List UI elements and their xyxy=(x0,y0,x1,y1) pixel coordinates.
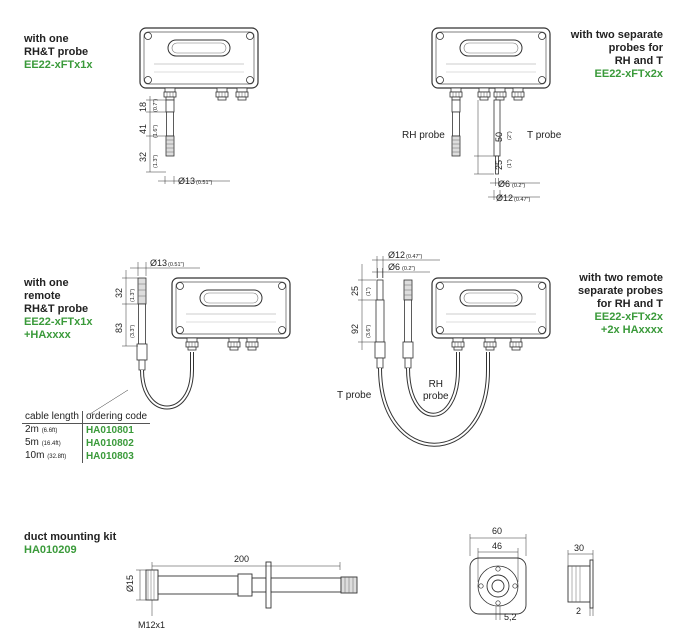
kit-title: duct mounting kit HA010209 xyxy=(24,531,117,556)
dim-13: Ø13 xyxy=(178,176,195,186)
kit-code: HA010209 xyxy=(24,544,77,556)
svg-text:(0.2"): (0.2") xyxy=(402,266,415,272)
variant4-code: EE22-xFTx2x xyxy=(594,311,663,323)
rh-probe-remote-label: RH probe xyxy=(423,379,449,402)
cable-length-table: cable length ordering code 2m (6.6ft) HA… xyxy=(22,411,151,463)
dim-41: 41 xyxy=(138,124,148,134)
dim-2: 2 xyxy=(576,606,581,616)
dim-m12: M12x1 xyxy=(138,620,165,630)
dim-25: 25 xyxy=(494,160,504,170)
variant4-code2: +2x HAxxxx xyxy=(600,324,663,336)
svg-text:(3.3"): (3.3") xyxy=(130,325,136,338)
svg-text:(0.51"): (0.51") xyxy=(196,180,212,186)
svg-text:(1"): (1") xyxy=(507,159,513,168)
table-row: 10m (32.8ft) HA010803 xyxy=(22,450,151,463)
table-row: 5m (16.4ft) HA010802 xyxy=(22,437,151,450)
variant2-drawing: 50 (2") 25 (1") Ø6 (0.2") Ø12 (0.47") xyxy=(431,27,551,203)
svg-text:(1"): (1") xyxy=(366,287,372,296)
dim-6: Ø6 xyxy=(498,179,510,189)
variant1-title: with one RH&T probe EE22-xFTx1x xyxy=(24,33,93,71)
svg-text:(0.47"): (0.47") xyxy=(406,254,422,260)
variant2-code: EE22-xFTx2x xyxy=(594,68,663,80)
svg-text:(0.51"): (0.51") xyxy=(168,262,184,268)
dim-83: 83 xyxy=(114,323,124,333)
variant1-code: EE22-xFTx1x xyxy=(24,59,93,71)
svg-text:(1.6"): (1.6") xyxy=(153,125,159,138)
dim-50: 50 xyxy=(494,132,504,142)
dim-92: 92 xyxy=(350,324,360,334)
svg-text:(0.2"): (0.2") xyxy=(512,183,525,189)
variant3-title: with one remote RH&T probe EE22-xFTx1x +… xyxy=(24,277,93,341)
dim-6b: Ø6 xyxy=(388,262,400,272)
svg-text:(2"): (2") xyxy=(507,131,513,140)
table-row: 2m (6.6ft) HA010801 xyxy=(22,423,151,437)
variant2-title: with two separate probes for RH and T EE… xyxy=(570,29,663,80)
t-probe-remote-label: T probe xyxy=(337,390,372,401)
table-header-row: cable length ordering code xyxy=(22,411,151,424)
dim-25b: 25 xyxy=(350,286,360,296)
dim-60: 60 xyxy=(492,526,502,536)
dim-46: 46 xyxy=(492,541,502,551)
dim-30: 30 xyxy=(574,543,584,553)
rh-probe-label: RH probe xyxy=(402,130,445,141)
variant4-drawing: 25 (1") 92 (3.6") Ø12 (0.47") Ø6 (0.2") xyxy=(350,250,551,447)
variant3-drawing: 32 (1.3") 83 (3.3") Ø13 (0.51") xyxy=(89,258,291,415)
variant3-code2: +HAxxxx xyxy=(24,329,71,341)
variant3-code: EE22-xFTx1x xyxy=(24,316,93,328)
svg-text:(0.7"): (0.7") xyxy=(153,99,159,112)
dim-12b: Ø12 xyxy=(388,250,405,260)
dim-13b: Ø13 xyxy=(150,258,167,268)
dim-18: 18 xyxy=(138,102,148,112)
col-ordering-code: ordering code xyxy=(81,411,151,424)
col-cable-length: cable length xyxy=(22,411,83,424)
dim-32: 32 xyxy=(138,152,148,162)
svg-text:(3.6"): (3.6") xyxy=(366,325,372,338)
variant1-drawing: 18 (0.7") 41 (1.6") 32 (1.3") Ø13 (0.51"… xyxy=(138,27,259,186)
variant4-title: with two remote separate probes for RH a… xyxy=(578,272,663,336)
dim-12: Ø12 xyxy=(496,193,513,203)
svg-text:(1.3"): (1.3") xyxy=(130,289,136,302)
svg-text:(0.47"): (0.47") xyxy=(514,197,530,203)
svg-text:(1.3"): (1.3") xyxy=(153,155,159,168)
dim-200: 200 xyxy=(234,554,249,564)
dim-32b: 32 xyxy=(114,288,124,298)
dim-15: Ø15 xyxy=(125,575,135,592)
dim-5-2: 5,2 xyxy=(504,612,517,622)
t-probe-label: T probe xyxy=(527,130,562,141)
kit-drawing: 200 Ø15 M12x1 60 46 5,2 xyxy=(125,526,594,630)
